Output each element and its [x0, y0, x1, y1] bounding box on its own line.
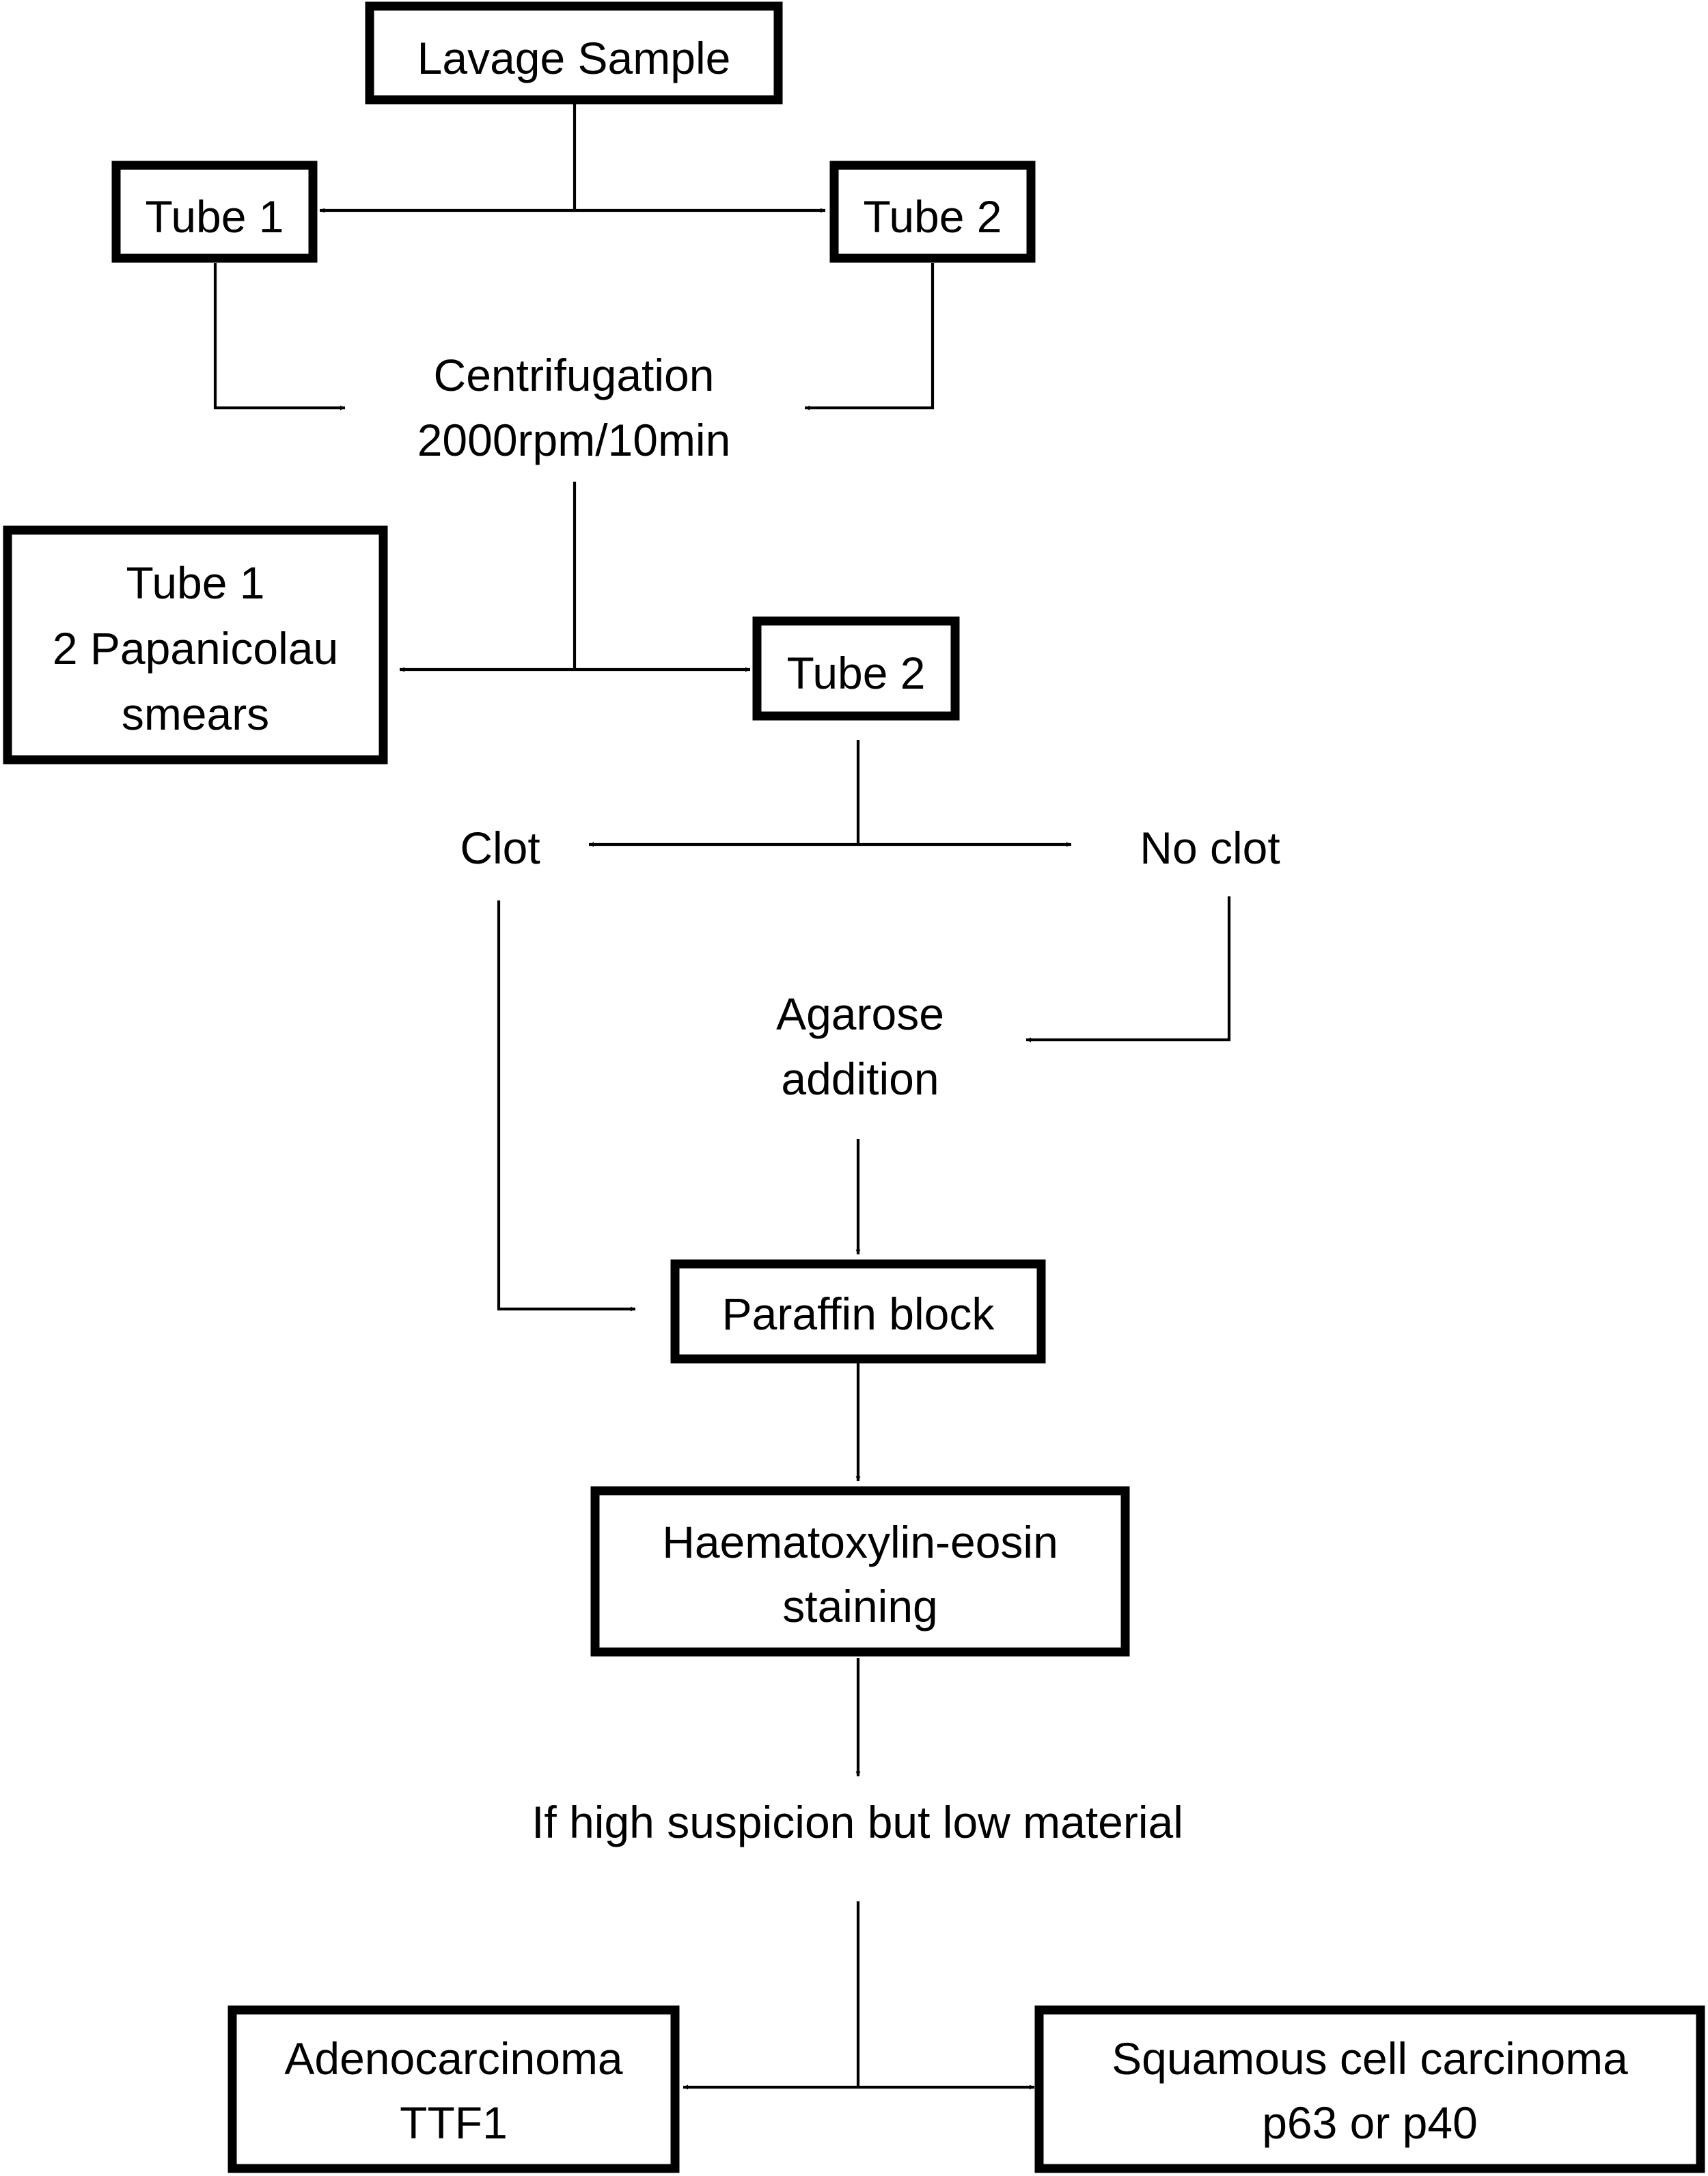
node-label: Tube 2: [786, 648, 925, 698]
node-tube1-smears: Tube 1 2 Papanicolau smears: [3, 525, 388, 765]
node-label: smears: [122, 689, 269, 739]
node-label: Paraffin block: [722, 1289, 995, 1339]
node-label: staining: [782, 1581, 938, 1631]
node-tube1-top: Tube 1: [111, 161, 318, 263]
node-label: Adenocarcinoma: [284, 2033, 623, 2084]
step-label: Agarose: [776, 989, 944, 1039]
node-label: Lavage Sample: [417, 33, 731, 83]
node-label: Tube 1: [145, 191, 284, 242]
node-label: Squamous cell carcinoma: [1112, 2033, 1628, 2084]
step-label: 2000rpm/10min: [417, 415, 731, 465]
node-label: Tube 1: [126, 557, 264, 608]
arrow-tube1-to-centrifugation: [213, 263, 345, 411]
node-label: TTF1: [400, 2097, 508, 2148]
step-label: Centrifugation: [434, 350, 715, 400]
step-centrifugation: Centrifugation 2000rpm/10min: [417, 350, 731, 465]
connectors: [213, 104, 1231, 2090]
step-agarose-addition: Agarose addition: [776, 989, 944, 1104]
node-lavage-sample: Lavage Sample: [365, 1, 783, 105]
arrow-no-clot-to-agarose: [1026, 896, 1231, 1043]
arrow-tube2-to-centrifugation: [805, 263, 935, 411]
step-suspicion: If high suspicion but low material: [532, 1797, 1183, 1847]
node-tube2-top: Tube 2: [829, 161, 1036, 263]
node-paraffin-block: Paraffin block: [670, 1259, 1046, 1364]
node-tube2-mid: Tube 2: [752, 616, 960, 721]
node-he-staining: Haematoxylin-eosin staining: [590, 1486, 1130, 1657]
node-label: Tube 2: [863, 191, 1002, 242]
step-label: addition: [781, 1053, 939, 1104]
step-no-clot: No clot: [1140, 823, 1280, 873]
node-label: p63 or p40: [1262, 2097, 1478, 2148]
arrow-clot-to-paraffin: [497, 900, 635, 1312]
node-label: 2 Papanicolau: [53, 623, 338, 674]
node-adenocarcinoma: Adenocarcinoma TTF1: [228, 2005, 680, 2173]
node-squamous: Squamous cell carcinoma p63 or p40: [1034, 2005, 1705, 2173]
step-clot: Clot: [460, 823, 540, 873]
node-label: Haematoxylin-eosin: [662, 1517, 1058, 1567]
